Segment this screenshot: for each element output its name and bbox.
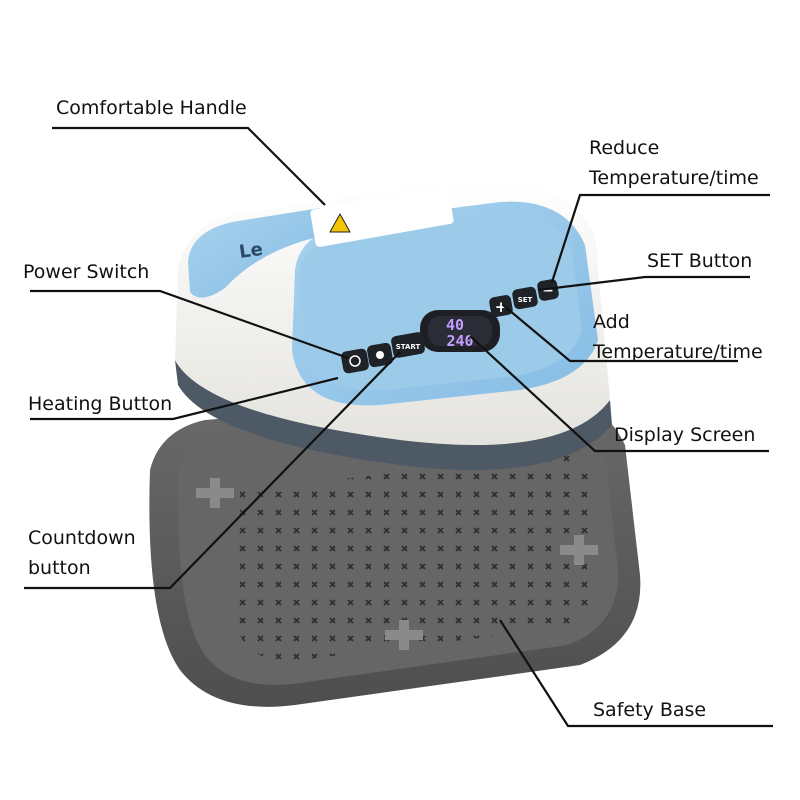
leader-display (469, 335, 769, 453)
label-add: Add Temperature/time (593, 311, 763, 363)
display-screen: 40 240 (420, 310, 500, 352)
heat-press-top: Le (175, 178, 612, 470)
leader-handle (52, 126, 326, 206)
leader-add (502, 304, 738, 363)
brand-logo: Le (238, 239, 264, 263)
label-power-switch: Power Switch (23, 261, 150, 283)
display-time: 240 (446, 332, 473, 350)
leader-lines (24, 126, 773, 728)
start-label: START (396, 343, 421, 351)
power-button[interactable] (340, 348, 369, 374)
minus-button[interactable]: − (536, 278, 559, 301)
control-buttons: START + SET − (340, 278, 559, 374)
safety-base (149, 394, 641, 707)
label-reduce: Reduce Temperature/time (589, 137, 759, 189)
label-set-button: SET Button (647, 250, 753, 272)
display-temperature: 40 (446, 316, 464, 334)
label-display-screen: Display Screen (614, 424, 756, 446)
leader-reduce (550, 193, 770, 283)
leader-safety (499, 619, 773, 728)
label-countdown-button: Countdown button (28, 527, 136, 579)
label-safety-base: Safety Base (593, 699, 707, 721)
foot-bottom (385, 620, 423, 650)
minus-label: − (542, 283, 554, 299)
warning-icon (329, 212, 351, 233)
set-button[interactable]: SET (511, 286, 538, 310)
foot-right (560, 535, 598, 565)
leader-heating (30, 376, 339, 421)
start-button[interactable]: START (390, 331, 425, 358)
leader-set (537, 275, 750, 292)
foot-top-left (196, 478, 234, 508)
countdown-button[interactable] (366, 342, 393, 368)
label-heating-button: Heating Button (28, 393, 173, 415)
label-comfortable-handle: Comfortable Handle (56, 97, 247, 119)
leader-countdown (24, 351, 401, 590)
power-icon (349, 355, 361, 367)
plus-button[interactable]: + (488, 294, 513, 318)
leader-power (30, 289, 349, 360)
set-label: SET (518, 296, 533, 304)
hand-icon (376, 351, 384, 359)
plus-label: + (495, 298, 508, 316)
